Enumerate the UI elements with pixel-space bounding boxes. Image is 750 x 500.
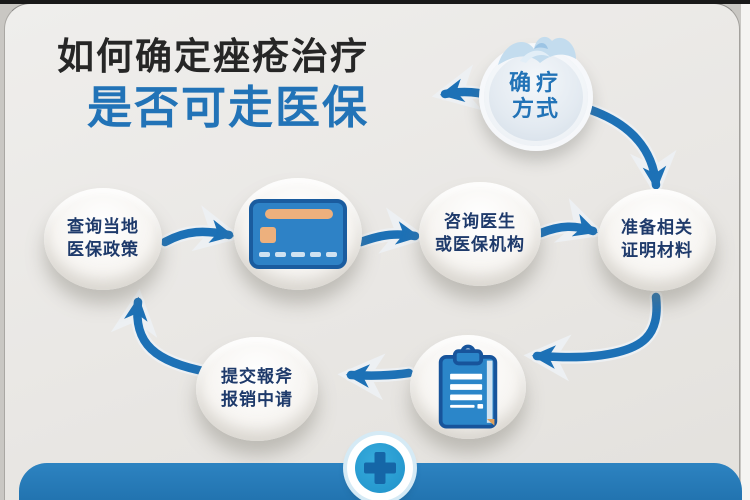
title-line-2: 是否可走医保 — [87, 81, 370, 135]
clipboard-icon — [438, 344, 498, 429]
node-insurance-card — [234, 178, 362, 290]
hub-label-line-1: 确疗 — [508, 70, 563, 96]
medical-plus-badge — [347, 435, 413, 500]
flow-arrows — [110, 64, 677, 401]
node-prepare-documents: 准备相关 证明材料 — [598, 189, 716, 291]
arrow-hub-to-prepare — [586, 105, 667, 191]
arrow-prepare-to-clipboard — [531, 292, 661, 369]
node-label: 查询当地 — [67, 216, 139, 237]
arrow-query-to-card — [160, 219, 235, 247]
node-claim-form — [410, 335, 526, 439]
node-label: 证明材料 — [621, 241, 693, 261]
node-check-local-policy: 查询当地 医保政策 — [44, 188, 162, 290]
frame-right-edge — [741, 0, 750, 500]
node-label: 或医保机构 — [435, 235, 525, 255]
arrow-submit-to-query — [124, 296, 213, 377]
frame-top-edge — [0, 0, 750, 4]
node-consult-doctor: 咨询医生 或医保机构 — [419, 182, 541, 286]
arrow-card-to-consult — [356, 221, 421, 247]
insurance-card-icon — [249, 199, 347, 269]
node-label: 准备相关 — [621, 217, 693, 238]
node-label: 报销中请 — [221, 390, 293, 410]
node-submit-claim: 提交報斧 报销中请 — [196, 337, 318, 441]
title-line-1: 如何确定痤疮治疗 — [57, 35, 369, 78]
node-label: 医保政策 — [67, 240, 139, 260]
hub-label-line-2: 方式 — [511, 97, 560, 122]
infographic-canvas: 如何确定痤疮治疗 是否可走医保 — [4, 3, 742, 500]
page-title: 如何确定痤疮治疗 是否可走医保 — [57, 34, 369, 134]
node-label: 提交報斧 — [221, 366, 293, 387]
plus-cross-vertical — [374, 452, 386, 484]
medical-plus-icon — [355, 443, 405, 493]
ribbon-icon — [498, 36, 576, 65]
arrow-clipboard-to-submit — [345, 364, 414, 388]
arrow-consult-to-prepare — [536, 213, 598, 238]
node-label: 咨询医生 — [444, 211, 516, 232]
node-confirm-treatment: 确疗 方式 — [479, 36, 593, 151]
